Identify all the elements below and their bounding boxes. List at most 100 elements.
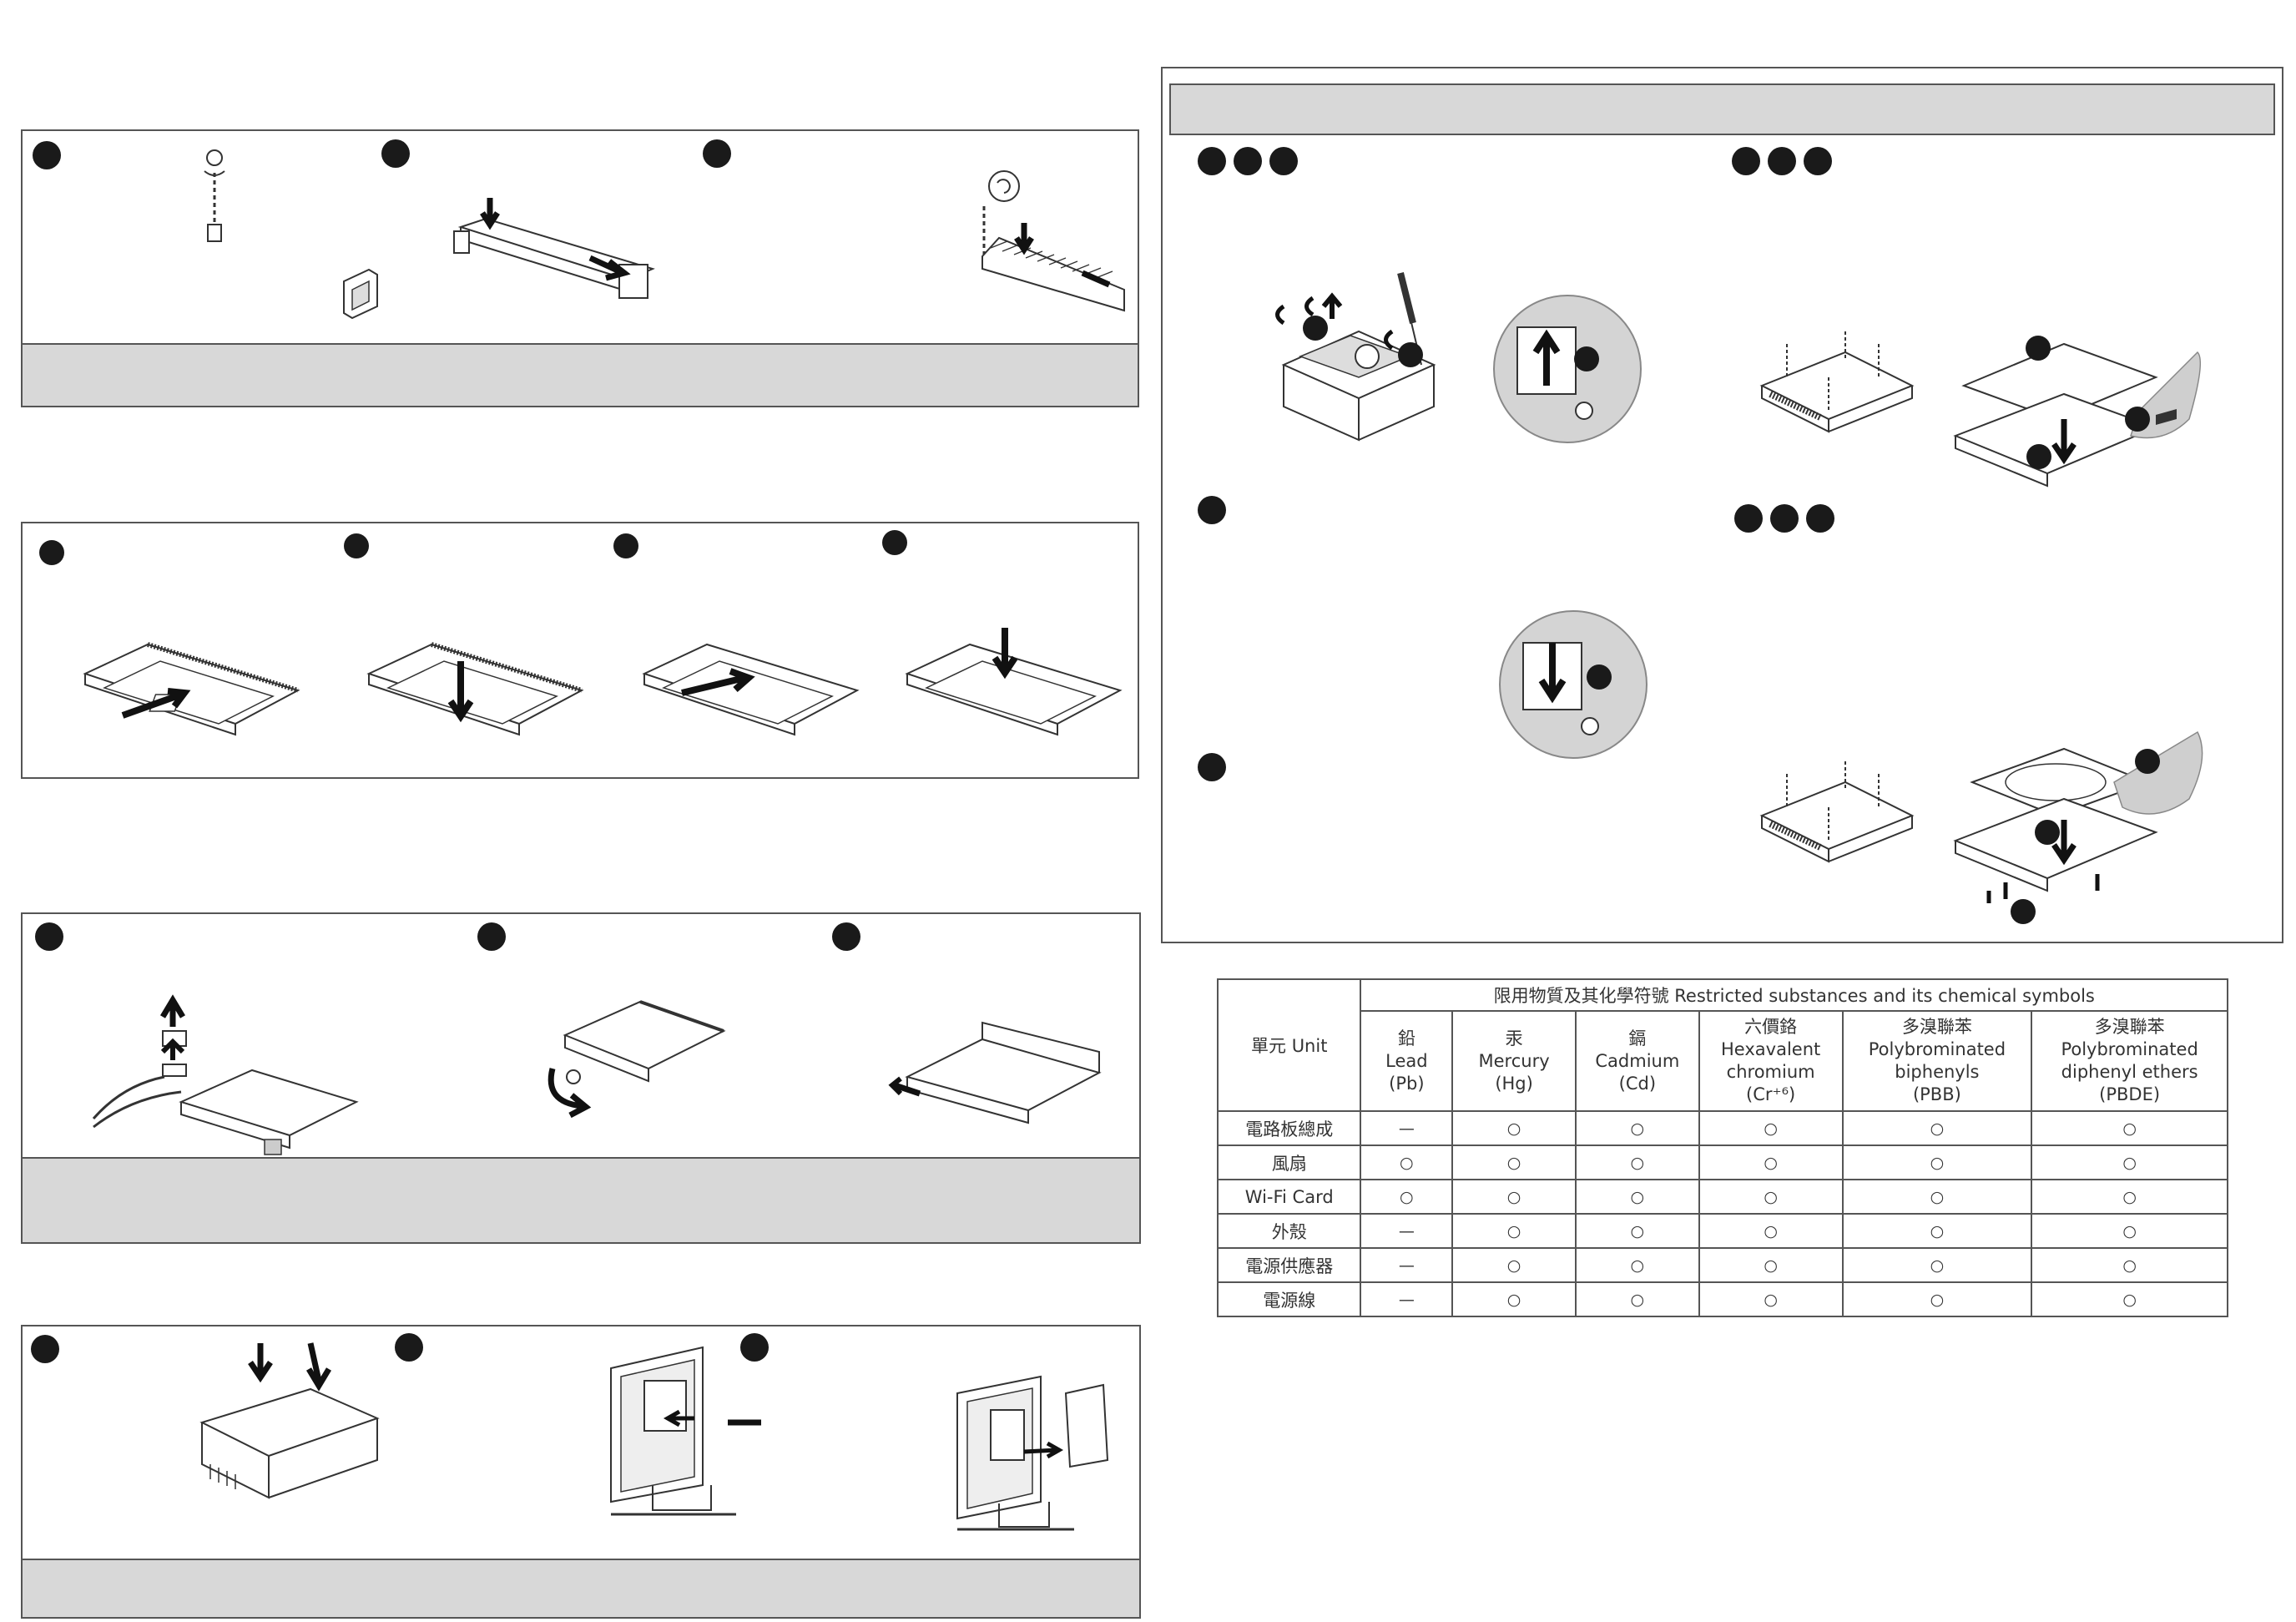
wifi-screw-illustration — [540, 985, 732, 1119]
substance-header-line: (Cr⁺⁶) — [1746, 1084, 1796, 1104]
storage-install-panel — [1161, 67, 2283, 943]
unit-cell: Wi-Fi Card — [1216, 1179, 1362, 1215]
substance-header-line: Polybrominated — [1868, 1039, 2006, 1059]
wifi-antenna-illustration — [89, 993, 373, 1160]
step-group-c-marker-1 — [1734, 504, 1763, 533]
remove-cover-illustration — [1267, 273, 1451, 440]
hdd-tray-illustration — [1947, 715, 2206, 903]
step-4-marker — [882, 530, 907, 555]
substance-header-line: Cadmium — [1595, 1050, 1680, 1071]
table-row: 風扇○○○○○○ — [1216, 1144, 2228, 1180]
ssd-heatsink-illustration — [974, 164, 1133, 323]
substance-status-cell: ○ — [1451, 1144, 1577, 1180]
substance-status-cell: — — [1360, 1213, 1454, 1249]
memory-install-panel — [21, 522, 1139, 779]
substance-header-line: Mercury — [1478, 1050, 1550, 1071]
step-3-marker — [740, 1333, 769, 1362]
callout-marker — [2026, 444, 2051, 469]
connector-zoom-illustration-2 — [1490, 609, 1657, 760]
substance-header-line: 多溴聯苯 — [1901, 1017, 1972, 1037]
substance-status-cell: ○ — [1574, 1179, 1700, 1215]
substance-status-cell: ○ — [1841, 1179, 2033, 1215]
step-group-c-marker-2 — [1770, 504, 1799, 533]
table-row: 電源供應器—○○○○○ — [1216, 1247, 2228, 1283]
substance-status-cell: ○ — [1451, 1213, 1577, 1249]
callout-marker — [2011, 899, 2036, 924]
step-4-marker — [1198, 496, 1226, 524]
substance-header-line: (PBDE) — [2099, 1084, 2161, 1104]
step-group-b-marker-3 — [1804, 147, 1832, 175]
substance-status-cell: ○ — [1698, 1213, 1844, 1249]
substance-header-line: 鉛 — [1397, 1028, 1415, 1048]
step-3-marker — [703, 139, 731, 168]
step-2-marker — [381, 139, 410, 168]
vesa-mount-panel — [21, 1325, 1141, 1619]
substance-status-cell: ○ — [1698, 1110, 1844, 1146]
step-2-marker — [477, 922, 506, 951]
substance-header-line: biphenyls — [1895, 1062, 1980, 1082]
substance-header-line: 六價鉻 — [1744, 1017, 1798, 1037]
substance-status-cell: ○ — [2031, 1247, 2228, 1283]
step-group-b-marker-2 — [1768, 147, 1796, 175]
substance-status-cell: ○ — [1451, 1247, 1577, 1283]
substance-header-line: (Hg) — [1495, 1073, 1533, 1094]
substance-status-cell: ○ — [1360, 1144, 1454, 1180]
substance-header-line: chromium — [1726, 1062, 1815, 1082]
memory-step-3-illustration — [640, 636, 865, 753]
unit-cell: 外殼 — [1216, 1213, 1362, 1249]
substance-status-cell: ○ — [1698, 1179, 1844, 1215]
substance-status-cell: ○ — [1360, 1179, 1454, 1215]
base-plate-illustration-2 — [1754, 757, 1920, 882]
substance-status-cell: — — [1360, 1281, 1454, 1317]
memory-step-4-illustration — [903, 636, 1128, 753]
unit-cell: 電源線 — [1216, 1281, 1362, 1317]
step-1-marker — [33, 141, 61, 169]
step-group-b-marker-1 — [1732, 147, 1760, 175]
substance-header-line: (PBB) — [1912, 1084, 1961, 1104]
unit-cell: 電路板總成 — [1216, 1110, 1362, 1146]
substances-group-header: 限用物質及其化學符號 Restricted substances and its… — [1360, 978, 2228, 1012]
substance-status-cell: ○ — [1841, 1281, 2033, 1317]
substance-status-cell: ○ — [1574, 1213, 1700, 1249]
substance-status-cell: ○ — [1698, 1281, 1844, 1317]
substance-status-cell: ○ — [1574, 1144, 1700, 1180]
step-1-marker — [35, 922, 63, 951]
wifi-install-panel — [21, 912, 1141, 1244]
substance-header-line: (Cd) — [1618, 1073, 1657, 1094]
unit-header: 單元 Unit — [1216, 978, 1362, 1112]
connector-zoom-illustration-1 — [1484, 294, 1651, 444]
step-5-marker — [1198, 753, 1226, 781]
substance-status-cell: ○ — [1841, 1247, 2033, 1283]
substance-header-line: Polybrominated — [2061, 1039, 2198, 1059]
callout-marker — [1574, 346, 1599, 371]
ssd-caption-band — [23, 343, 1138, 406]
substance-status-cell: ○ — [1451, 1110, 1577, 1146]
substance-header-line: Hexavalent — [1721, 1039, 1821, 1059]
ssd-tray-illustration — [1947, 311, 2206, 486]
monitor-vesa-plate-illustration — [603, 1343, 770, 1527]
substance-status-cell: ○ — [2031, 1281, 2228, 1317]
substance-status-cell: ○ — [2031, 1179, 2228, 1215]
table-row: 電路板總成—○○○○○ — [1216, 1110, 2228, 1146]
standoff-screw-illustration — [189, 148, 240, 248]
step-group-a-marker-1 — [1198, 147, 1226, 175]
step-3-marker — [832, 922, 860, 951]
wifi-seat-illustration — [891, 1002, 1108, 1127]
substance-status-cell: ○ — [1451, 1281, 1577, 1317]
substance-status-cell: ○ — [2031, 1110, 2228, 1146]
substance-status-cell: ○ — [2031, 1144, 2228, 1180]
substance-header-line: 汞 — [1505, 1028, 1523, 1048]
step-group-c-marker-3 — [1806, 504, 1834, 533]
step-group-a-marker-3 — [1269, 147, 1298, 175]
substance-status-cell: ○ — [1841, 1213, 2033, 1249]
substance-status-cell: ○ — [1841, 1144, 2033, 1180]
substance-header-line: (Pb) — [1389, 1073, 1425, 1094]
storage-panel-header-band — [1169, 83, 2275, 135]
unit-cell: 電源供應器 — [1216, 1247, 1362, 1283]
table-row: 外殼—○○○○○ — [1216, 1213, 2228, 1249]
step-3-marker — [613, 533, 638, 558]
